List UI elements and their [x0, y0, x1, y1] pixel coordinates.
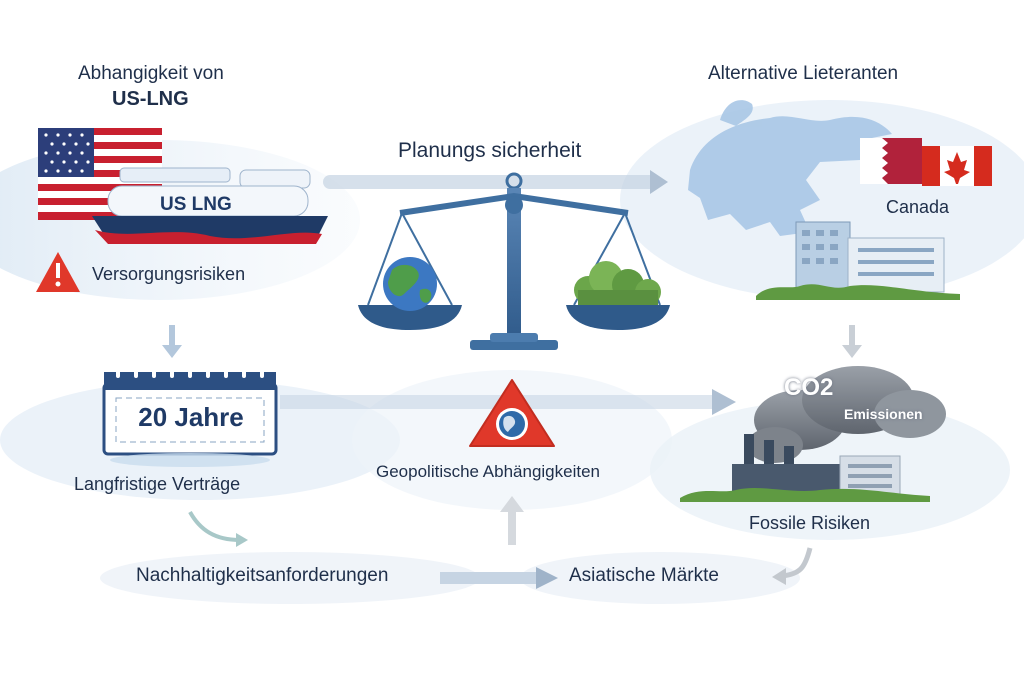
globe-icon	[383, 257, 437, 311]
trees-icon	[574, 261, 661, 305]
factory-icon	[680, 434, 930, 502]
asia-wash	[520, 552, 800, 604]
emissions-label: Emissionen	[844, 406, 923, 422]
sustain-wash	[100, 552, 480, 604]
canada-flag-icon	[922, 146, 992, 186]
lng-tanker-icon	[92, 167, 328, 244]
balance-scale-icon	[358, 172, 670, 350]
geopolitical-label: Geopolitische Abhängigkeiten	[376, 462, 600, 481]
canada-label: Canada	[886, 197, 950, 217]
long-term-contracts-label: Langfristige Verträge	[74, 474, 241, 494]
smoke-cloud-icon	[747, 366, 946, 463]
connector-arrows	[162, 170, 862, 589]
fossil-risks-label: Fossile Risiken	[749, 513, 871, 533]
planning-security-title: Planungs sicherheit	[398, 139, 582, 162]
calendar-icon	[102, 366, 278, 467]
co2-label: CO2	[784, 374, 834, 401]
europe-map-icon	[688, 100, 892, 236]
us-section-title-line1: Abhangigkeit von	[78, 63, 224, 84]
qatar-flag-icon	[860, 138, 922, 184]
us-section-title-line2: US-LNG	[112, 88, 189, 110]
ship-label: US LNG	[160, 194, 232, 215]
alternative-suppliers-title: Alternative Lieteranten	[708, 63, 899, 84]
geopolitical-warning-icon	[469, 379, 555, 447]
warning-icon	[36, 252, 80, 292]
office-building-icon	[756, 221, 960, 300]
calendar-years-text: 20 Jahre	[138, 402, 244, 432]
sustainability-label: Nachhaltigkeitsanforderungen	[136, 565, 389, 586]
supply-risk-label: Versorgungsrisiken	[92, 264, 246, 284]
asian-markets-label: Asiatische Märkte	[569, 565, 719, 586]
